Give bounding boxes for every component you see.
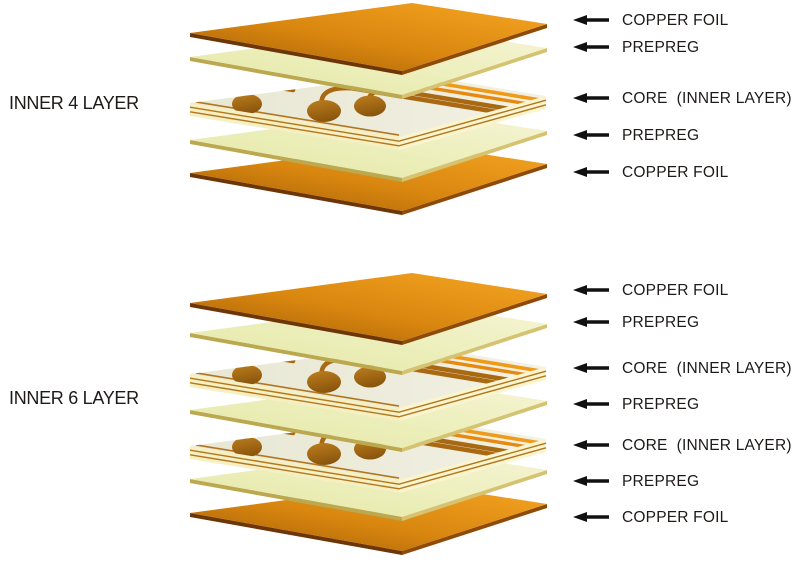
layer-label: PREPREG bbox=[573, 473, 699, 490]
arrow-left-icon bbox=[573, 363, 609, 373]
layer-label: PREPREG bbox=[573, 396, 699, 413]
arrow-left-icon bbox=[573, 15, 609, 25]
layer-label: COPPER FOIL bbox=[573, 12, 729, 29]
arrow-left-icon bbox=[573, 42, 609, 52]
arrow-left-icon bbox=[573, 93, 609, 103]
layer-label-text: COPPER FOIL bbox=[622, 282, 729, 299]
section-title: INNER 6 LAYER bbox=[9, 388, 139, 408]
inner-6-layer-stack: INNER 6 LAYER COPPER FOIL PREPREG CORE (… bbox=[9, 273, 792, 555]
arrow-left-icon bbox=[573, 285, 609, 295]
layer-label: CORE (INNER LAYER) bbox=[573, 90, 792, 107]
layer-label: CORE (INNER LAYER) bbox=[573, 360, 792, 377]
arrow-left-icon bbox=[573, 476, 609, 486]
layer-label: PREPREG bbox=[573, 127, 699, 144]
layer-label-text: PREPREG bbox=[622, 39, 699, 56]
layer-label-text: CORE (INNER LAYER) bbox=[622, 90, 792, 107]
arrow-left-icon bbox=[573, 317, 609, 327]
arrow-left-icon bbox=[573, 167, 609, 177]
layer-label-text: COPPER FOIL bbox=[622, 12, 729, 29]
layer-label: CORE (INNER LAYER) bbox=[573, 437, 792, 454]
arrow-left-icon bbox=[573, 512, 609, 522]
layer-label-text: CORE (INNER LAYER) bbox=[622, 360, 792, 377]
layer-label: COPPER FOIL bbox=[573, 509, 729, 526]
inner-4-layer-stack: INNER 4 LAYER COPPER FOIL PREPREG CORE (… bbox=[9, 3, 792, 215]
arrow-left-icon bbox=[573, 130, 609, 140]
layer-label-text: COPPER FOIL bbox=[622, 509, 729, 526]
layer-label: PREPREG bbox=[573, 39, 699, 56]
layer-label: PREPREG bbox=[573, 314, 699, 331]
arrow-left-icon bbox=[573, 440, 609, 450]
layer-label-text: PREPREG bbox=[622, 396, 699, 413]
layer-label: COPPER FOIL bbox=[573, 164, 729, 181]
layer-label-text: COPPER FOIL bbox=[622, 164, 729, 181]
layer-label-text: PREPREG bbox=[622, 127, 699, 144]
layer-label-text: PREPREG bbox=[622, 314, 699, 331]
layer-label-text: PREPREG bbox=[622, 473, 699, 490]
arrow-left-icon bbox=[573, 399, 609, 409]
layer-label: COPPER FOIL bbox=[573, 282, 729, 299]
section-title: INNER 4 LAYER bbox=[9, 93, 139, 113]
layer-label-text: CORE (INNER LAYER) bbox=[622, 437, 792, 454]
